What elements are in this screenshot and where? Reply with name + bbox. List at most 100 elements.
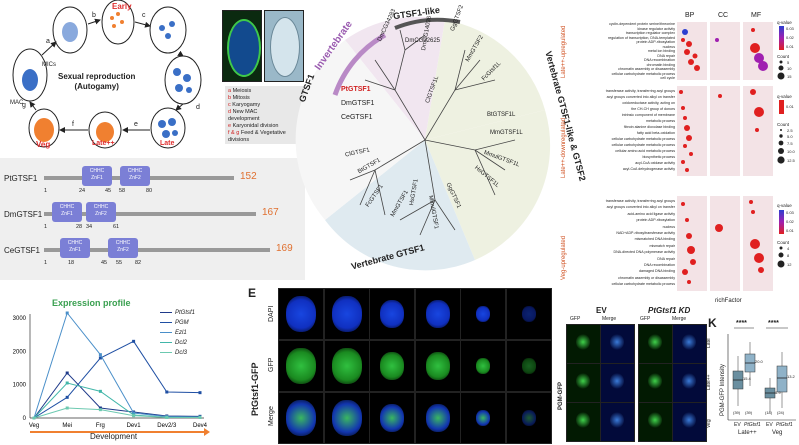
leaf-label: BtGTSF1L xyxy=(487,112,516,118)
x-tick-label: PtGtsf1 xyxy=(744,422,761,428)
ev-header: EV xyxy=(596,306,607,315)
data-point xyxy=(132,411,136,415)
go-term: kinase regulator activity xyxy=(637,26,675,31)
nucleus-signal xyxy=(521,306,536,322)
position-label: 58 xyxy=(119,188,126,194)
nucleus-signal xyxy=(576,373,590,389)
x-tick-label: Dev2/3 xyxy=(157,423,177,429)
legend-entry: Dcl3 xyxy=(160,348,195,358)
go-term: DNA repair xyxy=(657,256,675,261)
median-label: 15.4 xyxy=(743,376,751,381)
nucleus-signal xyxy=(610,412,624,428)
legend-entry: PtGtsf1 xyxy=(160,308,195,318)
position-label: 61 xyxy=(113,224,120,230)
nucleus-signal xyxy=(476,358,490,374)
legend-key: e xyxy=(228,123,232,129)
go-term: acyl groups converted into alkyl on tran… xyxy=(606,95,675,99)
cell-late xyxy=(150,107,186,149)
kd-tile xyxy=(600,402,635,442)
median-label: 8.9 xyxy=(775,390,781,395)
median-label: 20.0 xyxy=(755,359,763,364)
go-term: fibroin alanine dioxolase binding xyxy=(623,125,675,129)
nucleus-signal xyxy=(331,296,362,332)
median-label: 13.2 xyxy=(787,374,795,379)
data-point xyxy=(98,353,102,357)
nucleus-signal xyxy=(331,348,362,384)
data-point xyxy=(98,356,102,360)
chart-title: Expression profile xyxy=(52,298,131,308)
go-term-list: transferase activity, transferring acyl … xyxy=(569,198,675,288)
panel-k: K PGM-GFP Intensity **** **** 15.4 20.0 … xyxy=(708,316,799,445)
q-value-tick: 0.02 xyxy=(786,219,794,224)
legend-key: f & g xyxy=(228,130,240,136)
go-term: damaged DNA binding xyxy=(639,269,675,274)
legend-swatch xyxy=(160,341,172,343)
legend-val: Karyonidal division xyxy=(232,123,279,129)
kd-tile xyxy=(566,363,601,403)
microscopy-tile xyxy=(278,340,324,392)
microscopy-tile xyxy=(323,392,370,444)
position-label: 24 xyxy=(79,188,86,194)
data-point xyxy=(32,416,36,420)
y-tick-label: 2000 xyxy=(13,349,27,355)
position-label: 45 xyxy=(101,260,108,266)
lifecycle-diagram xyxy=(12,0,202,149)
legend-key: b xyxy=(228,95,232,101)
position-label: 82 xyxy=(135,260,142,266)
kd-tile xyxy=(566,324,601,364)
n-label: (39) xyxy=(733,410,741,415)
late-pp-label: Late++ xyxy=(92,140,115,147)
mac-label: MAC xyxy=(10,100,24,106)
protein-length: 167 xyxy=(262,207,279,218)
y-tick-label: 1000 xyxy=(13,383,27,389)
position-label: 1 xyxy=(44,260,48,266)
count-tick: 12 xyxy=(787,262,792,267)
step-c: c xyxy=(142,12,146,19)
nucleus-signal xyxy=(682,373,696,389)
microscopy-tile xyxy=(278,288,324,340)
protein-name: DmGTSF1 xyxy=(4,210,43,219)
legend-entry: PGM xyxy=(160,318,195,328)
position-label: 55 xyxy=(116,260,123,266)
micrograph-fluorescence xyxy=(222,10,262,82)
data-point xyxy=(98,406,102,410)
legend-key: a xyxy=(228,88,232,94)
nucleus-signal xyxy=(610,373,624,389)
position-label: 1 xyxy=(44,188,48,194)
x-tick-label: EV xyxy=(734,422,741,428)
group-label: Late++ xyxy=(738,430,757,436)
data-point xyxy=(65,311,69,315)
go-panel-label: Late++-upregulated xyxy=(561,25,567,78)
microscopy-tile xyxy=(414,340,461,392)
nucleus-signal xyxy=(648,373,662,389)
kd-row-label: Veg xyxy=(706,419,712,428)
microscopy-tile xyxy=(323,288,370,340)
microscopy-tile xyxy=(369,340,415,392)
go-term: regulation of transcription, DNA-templat… xyxy=(608,35,675,40)
nucleus-signal xyxy=(576,334,590,350)
n-label: (18) xyxy=(765,410,773,415)
go-term: metabolic process xyxy=(646,119,675,123)
nucleus-signal xyxy=(425,352,450,380)
go-term: DNA recombination xyxy=(644,58,675,62)
x-axis-label: Development xyxy=(90,432,138,441)
nucleus-signal xyxy=(682,334,696,350)
go-term: nucleus xyxy=(662,44,675,49)
kd-tile xyxy=(672,402,707,442)
go-panel-label: Late++-downregulated xyxy=(561,117,567,178)
legend-entry: Dcl2 xyxy=(160,338,195,348)
nucleus-signal xyxy=(576,412,590,428)
lifecycle-panel: Early MICs MAC Sexual reproduction (Auto… xyxy=(0,0,215,150)
data-point xyxy=(132,414,136,418)
leaf-label: DmCG32625 xyxy=(405,38,441,44)
series-line xyxy=(33,407,201,419)
x-tick-label: PtGtsf1 xyxy=(776,422,793,428)
legend-entry: Ezl1 xyxy=(160,328,195,338)
protein-length: 152 xyxy=(240,171,257,182)
microscopy-tile xyxy=(414,392,461,444)
go-term: NAD+ADP-ribosyltransferase activity xyxy=(616,231,675,236)
significance-label: **** xyxy=(736,320,747,327)
go-term: oxidoreductase activity, acting on xyxy=(622,101,675,105)
